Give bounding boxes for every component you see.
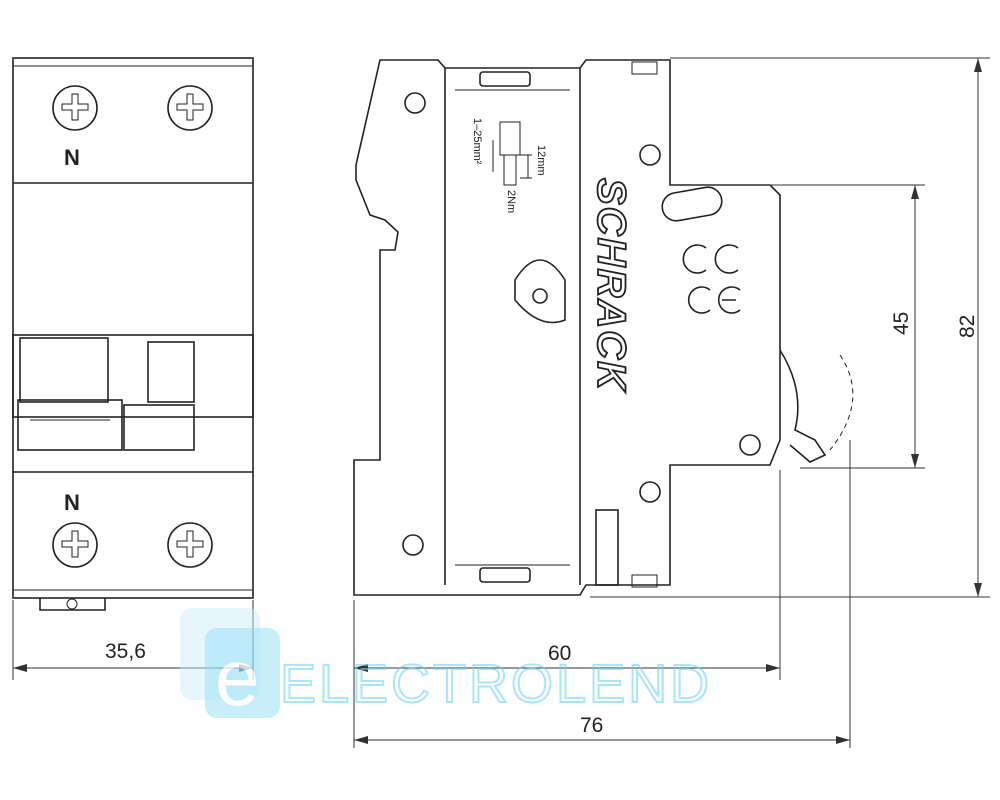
side-view: SCHRACK 1–25mm² 12mm 2Nm: [353, 59, 854, 596]
screw-icon: [52, 522, 98, 568]
watermark-letter: e: [215, 633, 260, 722]
dimension-lines: 35,6 60 76 45 82: [12, 57, 990, 748]
din-clip: [39, 598, 106, 611]
brand-logo: SCHRACK: [589, 178, 633, 393]
dim-height-front: 45: [890, 312, 913, 335]
terminal-spec-icon: [492, 121, 532, 186]
wire-section-label: 1–25mm²: [471, 118, 483, 165]
test-button: [779, 349, 827, 463]
dim-height-total: 82: [956, 315, 979, 338]
electrolend-watermark: e ELECTROLEND: [180, 608, 712, 722]
dim-depth-rail: 60: [548, 642, 571, 665]
torque-label: 2Nm: [505, 190, 517, 213]
terminal-label-top: N: [64, 145, 80, 170]
dim-width: 35,6: [105, 640, 146, 663]
screw-icon: [167, 85, 213, 131]
front-view: N N: [12, 57, 254, 611]
dim-depth-total: 76: [580, 714, 603, 737]
strip-length-label: 12mm: [535, 145, 547, 176]
watermark-text: ELECTROLEND: [280, 654, 712, 714]
terminal-label-bottom: N: [64, 490, 80, 515]
screw-icon: [52, 85, 98, 131]
toggle-lever: [12, 334, 254, 451]
ce-mark-icon: [682, 244, 741, 314]
screw-icon: [167, 522, 213, 568]
